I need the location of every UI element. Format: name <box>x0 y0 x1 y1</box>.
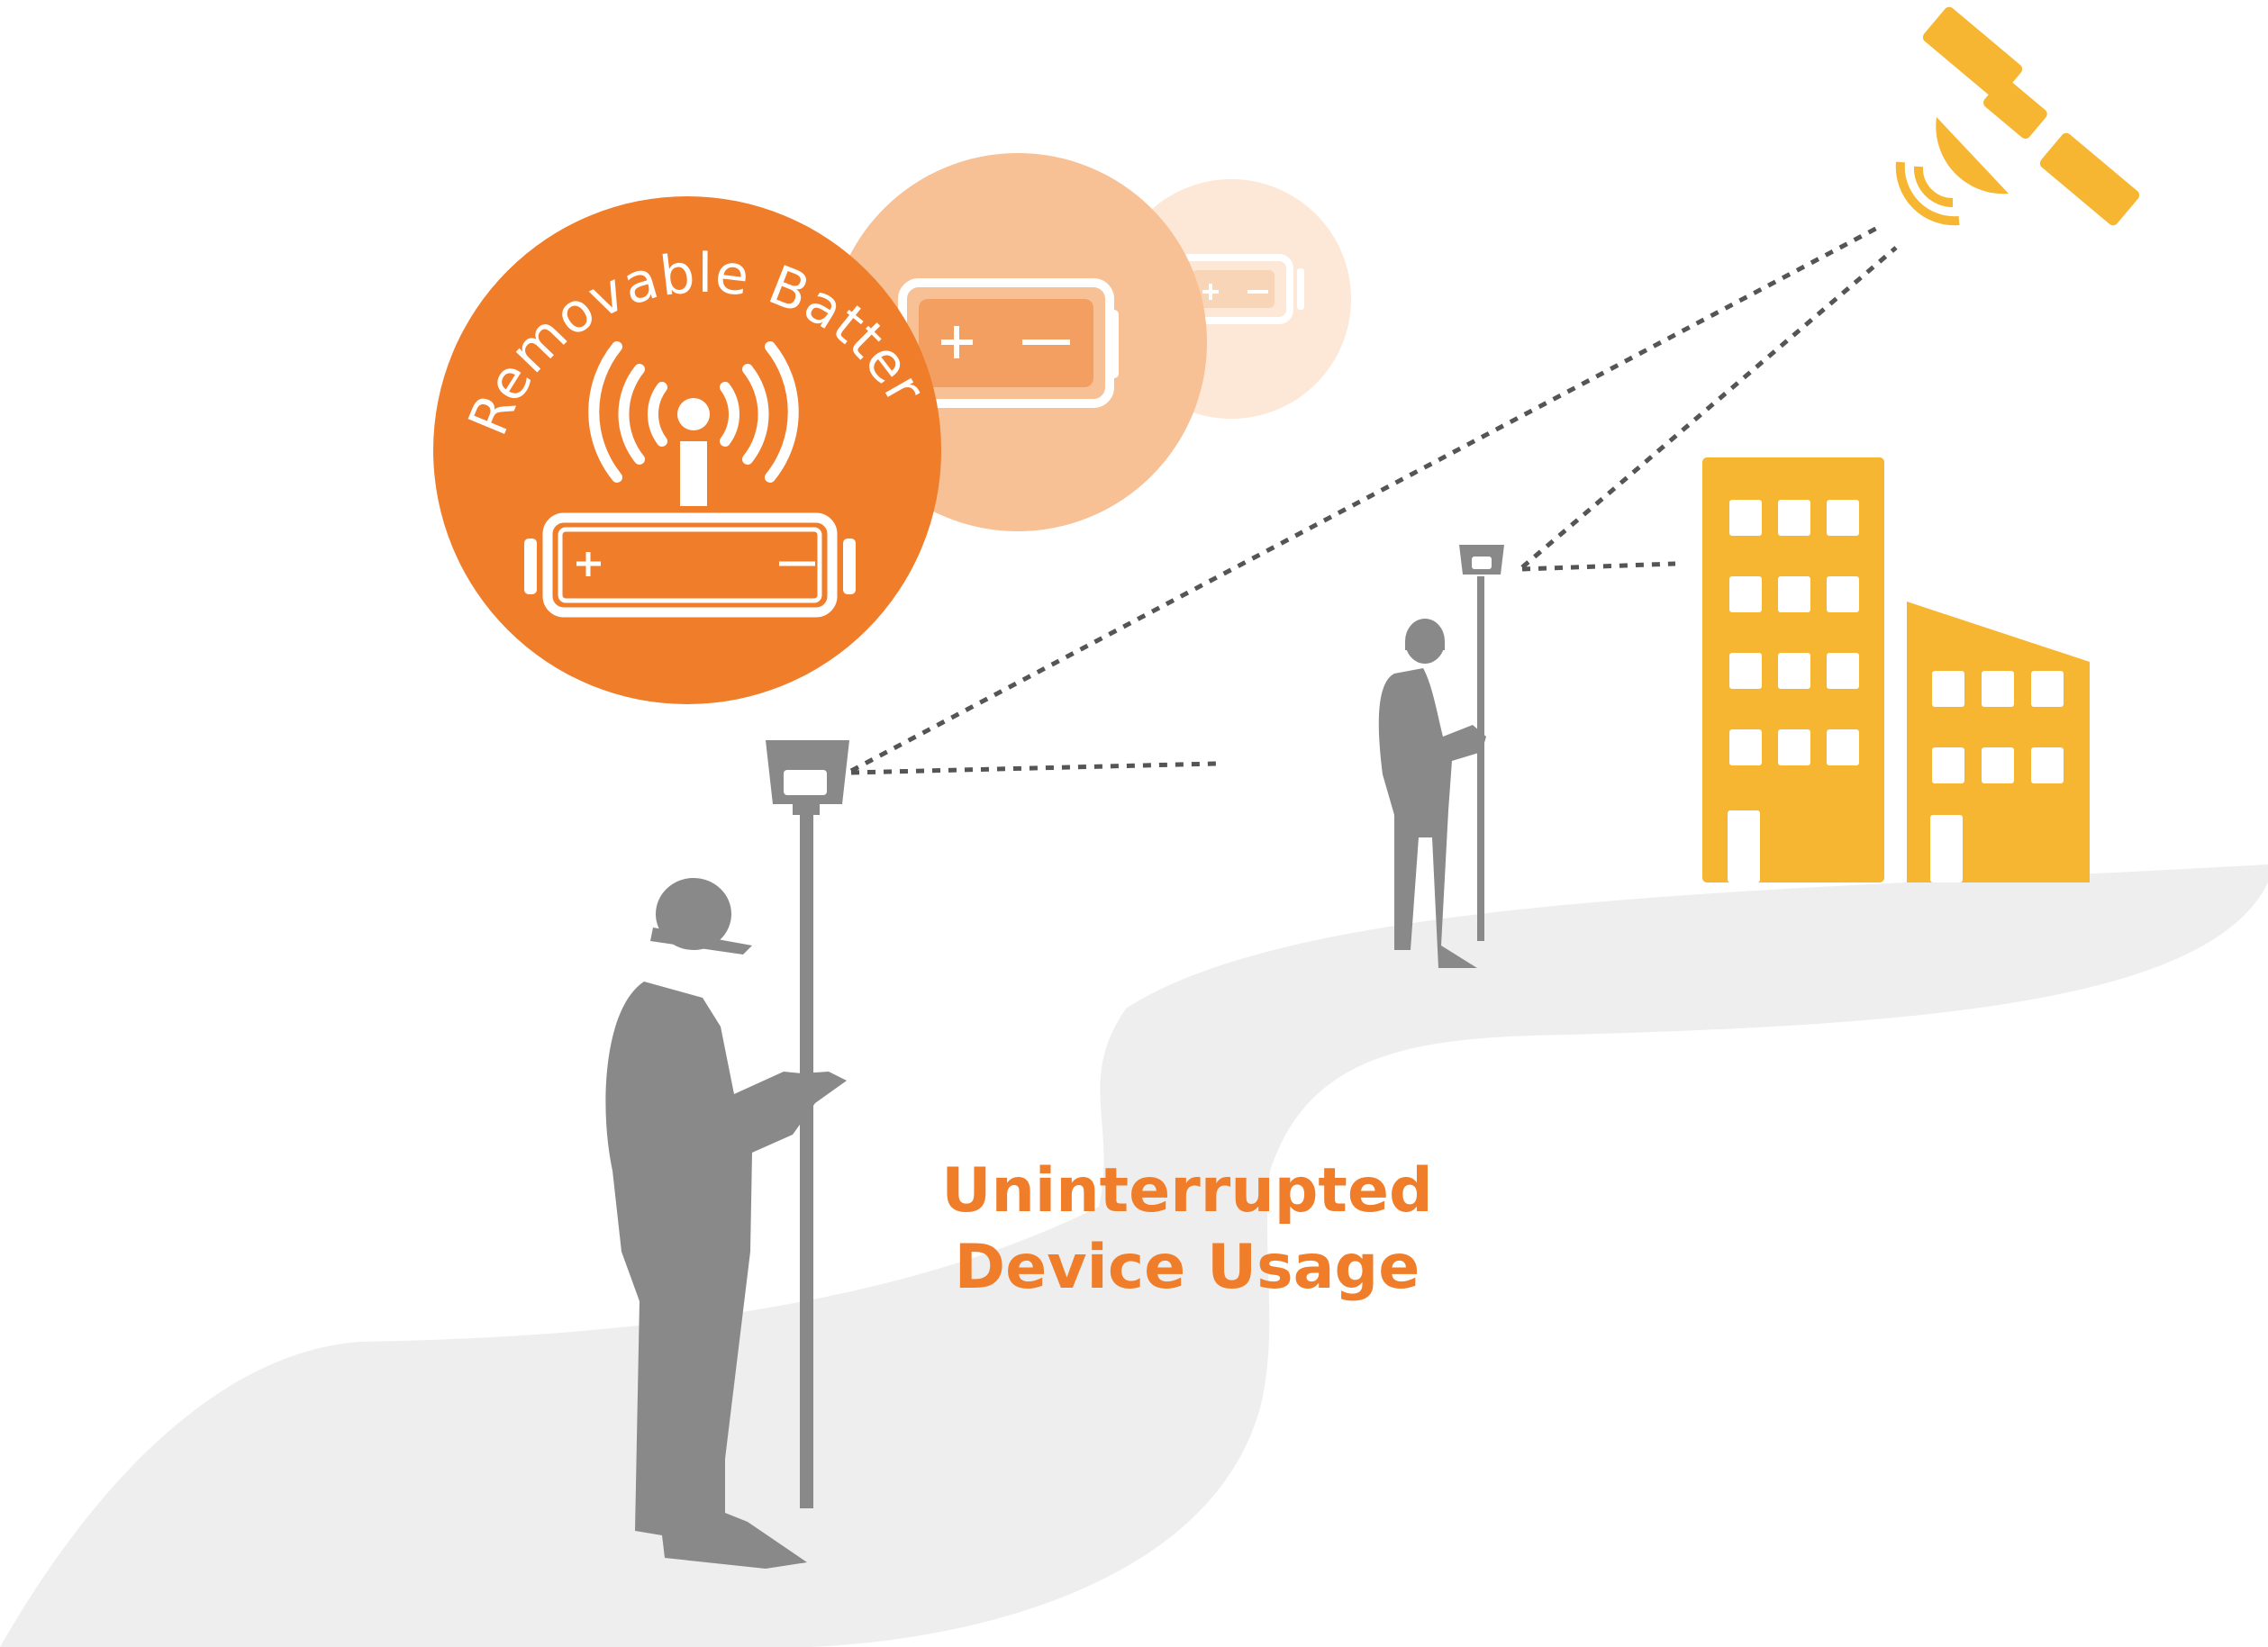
caption: Uninterrupted Device Usage <box>941 1155 1432 1303</box>
caption-line-2: Device Usage <box>955 1232 1420 1303</box>
building-icon-tall <box>1702 457 1884 882</box>
ground-path <box>0 864 2268 1647</box>
gnss-receiver-icon <box>766 740 849 815</box>
signal-tower-icon <box>588 341 799 506</box>
removable-battery-badge: Removable Battery <box>0 0 941 704</box>
surveyor-icon-near <box>605 740 849 1569</box>
gnss-receiver-icon <box>1459 545 1504 575</box>
surveyor-icon-far <box>1378 545 1504 968</box>
caption-line-1: Uninterrupted <box>941 1155 1432 1226</box>
satellite-icon <box>1895 6 2140 226</box>
building-icon-short <box>1907 602 2090 882</box>
signal-lines <box>849 222 1898 775</box>
battery-icon <box>524 512 856 618</box>
